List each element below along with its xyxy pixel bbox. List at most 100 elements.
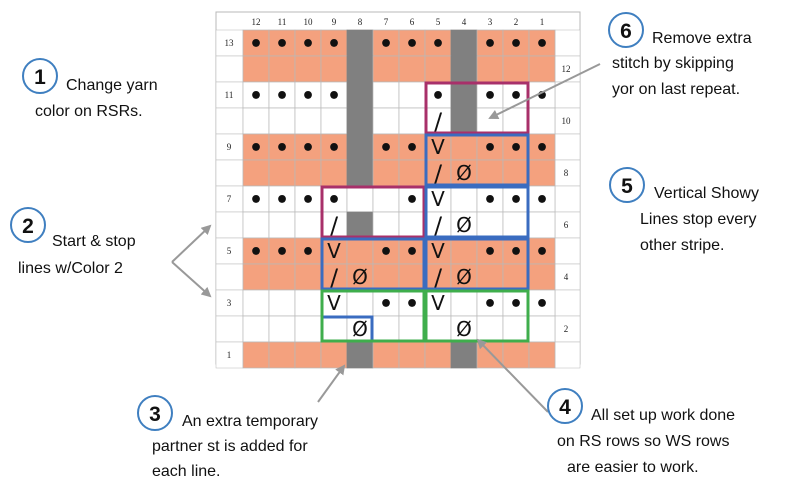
yarn-over-symbol: Ø: [456, 317, 472, 341]
chart-cell: [424, 263, 452, 291]
yarn-over-symbol: Ø: [456, 213, 472, 237]
yarn-over-symbol: Ø: [352, 317, 368, 341]
chart-cell: [398, 211, 426, 239]
row-margin-left: [215, 29, 244, 57]
note-4-line-3: are easier to work.: [567, 459, 699, 476]
chart-cell: [294, 81, 322, 109]
row-margin-right: [554, 341, 581, 369]
chart-cell: [450, 81, 478, 109]
row-margin-left: [215, 185, 244, 213]
chart-cell: [268, 211, 296, 239]
chart-cell: [346, 133, 374, 161]
chart-cell: [372, 55, 400, 83]
row-margin-left: [215, 263, 244, 291]
row-margin-left: [215, 315, 244, 343]
note-6-number: 6: [620, 20, 632, 43]
chart-cell: [294, 237, 322, 265]
purl-symbol: •: [431, 84, 445, 109]
purl-symbol: •: [249, 136, 263, 161]
repeat-box-blue: [424, 185, 530, 239]
purl-symbol: •: [483, 136, 497, 161]
column-number: 4: [462, 17, 467, 27]
slip-symbol: V: [431, 291, 445, 315]
note-2: 2 Start & stop lines w/Color 2: [10, 207, 136, 277]
purl-symbol: •: [275, 84, 289, 109]
purl-symbol: •: [275, 240, 289, 265]
purl-symbol: •: [535, 84, 549, 109]
chart-cell: [242, 55, 270, 83]
chart-symbols: ••••••••••••••••••/••••••V•••/Ø•••••V•••…: [249, 32, 549, 341]
callout-arrows: [171, 63, 601, 413]
chart-cell: [450, 29, 478, 57]
note-2-line-2: lines w/Color 2: [18, 260, 123, 277]
row-number: 12: [562, 64, 571, 74]
chart-cell: [450, 55, 478, 83]
repeat-box-red: [320, 185, 426, 239]
row-number: 6: [564, 220, 569, 230]
yarn-over-symbol: Ø: [456, 161, 472, 185]
chart-cell: [450, 289, 478, 317]
chart-cell: [398, 159, 426, 187]
purl-symbol: •: [509, 32, 523, 57]
row-margin-left: [215, 211, 244, 239]
chart-cell: [242, 107, 270, 135]
k2tog-symbol: /: [330, 212, 339, 240]
chart-cell: [476, 211, 504, 239]
chart-cell: [346, 55, 374, 83]
chart-cell: [242, 159, 270, 187]
purl-symbol: •: [249, 32, 263, 57]
note-1-line-1: Change yarn: [66, 77, 158, 94]
chart-cell: [372, 341, 400, 369]
purl-symbol: •: [509, 188, 523, 213]
repeat-box-red: [424, 81, 530, 135]
note-5-line-2: Lines stop every: [640, 211, 757, 228]
chart-cell: [346, 107, 374, 135]
row-number: 1: [227, 350, 232, 360]
column-number: 9: [332, 17, 337, 27]
chart-cell: [476, 315, 504, 343]
chart-cell: [502, 341, 530, 369]
chart-cell: [398, 81, 426, 109]
chart-cell: [398, 263, 426, 291]
chart-cell: [424, 211, 452, 239]
chart-cell: [372, 185, 400, 213]
chart-cell: [528, 29, 556, 57]
column-number: 1: [540, 17, 545, 27]
purl-symbol: •: [379, 240, 393, 265]
chart-cell: [372, 315, 400, 343]
column-number: 7: [384, 17, 389, 27]
note-5: 5 Vertical Showy Lines stop every other …: [609, 167, 759, 254]
chart-cell: [398, 315, 426, 343]
chart-cell: [320, 133, 348, 161]
k2tog-symbol: /: [434, 212, 443, 240]
chart-cell: [450, 107, 478, 135]
chart-cell: [294, 289, 322, 317]
purl-symbol: •: [249, 240, 263, 265]
chart-cell: [346, 211, 374, 239]
repeat-box-blue: [320, 237, 426, 291]
slip-symbol: V: [431, 135, 445, 159]
chart-cell: [502, 211, 530, 239]
row-margin-right: [554, 107, 581, 135]
chart-cell: [424, 159, 452, 187]
column-number: 2: [514, 17, 519, 27]
chart-cell: [268, 315, 296, 343]
arrow-note-2-upper: [171, 224, 212, 263]
column-number: 12: [252, 17, 261, 27]
chart-cell: [294, 263, 322, 291]
note-6-line-3: yor on last repeat.: [612, 81, 740, 98]
chart-cell: [294, 107, 322, 135]
chart-cell: [242, 289, 270, 317]
chart-cell: [346, 29, 374, 57]
arrow-note-4: [476, 338, 549, 413]
purl-symbol: •: [535, 240, 549, 265]
chart-cell: [424, 55, 452, 83]
chart-cell: [398, 29, 426, 57]
chart-cell: [294, 133, 322, 161]
purl-symbol: •: [405, 136, 419, 161]
chart-cell: [294, 185, 322, 213]
row-number: 13: [225, 38, 235, 48]
slip-symbol: V: [431, 239, 445, 263]
purl-symbol: •: [405, 188, 419, 213]
row-number: 4: [564, 272, 569, 282]
